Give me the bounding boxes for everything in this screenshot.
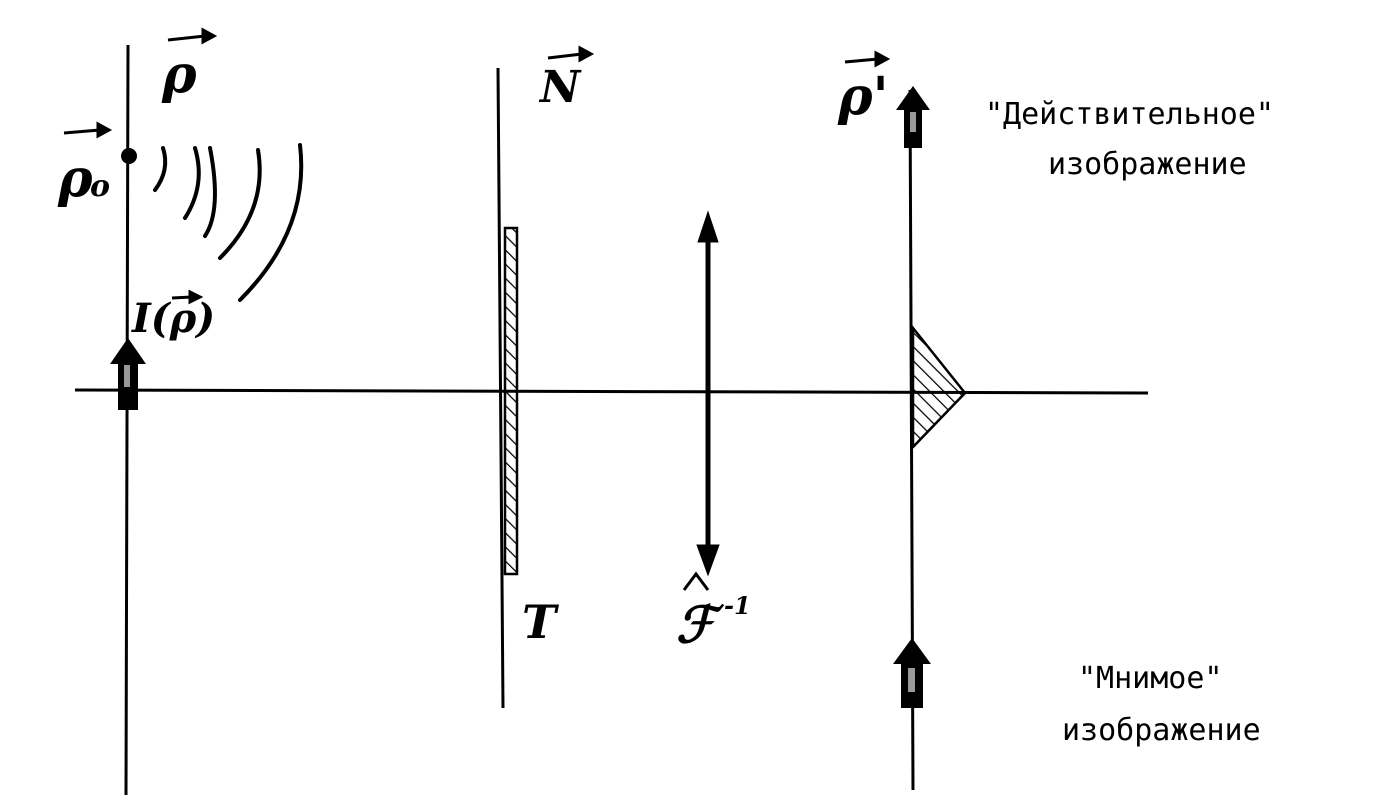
intensity-suffix: ) <box>194 295 215 342</box>
lens-double-arrow <box>696 210 720 577</box>
operator-hat <box>682 571 710 591</box>
wavefront-arcs <box>153 143 304 302</box>
real-image-arrow <box>896 86 930 148</box>
rho-0-label: ρ <box>57 148 93 209</box>
hologram-plane-line <box>496 67 505 709</box>
real-image-caption-line1: "Действительное" <box>985 97 1274 132</box>
t-label: T <box>522 595 560 649</box>
virtual-image-arrow <box>893 638 931 708</box>
object-arrow <box>110 338 146 410</box>
rho-label: ρ <box>161 44 197 105</box>
transparency-hatched <box>503 226 519 576</box>
virtual-image-caption-line1: "Мнимое" <box>1078 661 1223 696</box>
image-triangle-hatched <box>911 324 967 451</box>
point-source-dot <box>121 148 137 164</box>
object-plane-line <box>124 44 130 796</box>
intensity-var: ρ <box>169 295 197 342</box>
rho-prime-label: ρ' <box>837 66 889 127</box>
n-label: N <box>538 62 582 113</box>
optical-axis <box>74 388 1149 395</box>
intensity-prefix: I( <box>131 295 172 342</box>
real-image-caption-line2: изображение <box>1048 147 1247 182</box>
rho-0-subscript: o <box>90 169 110 204</box>
virtual-image-caption-line2: изображение <box>1062 713 1261 748</box>
fourier-label: ℱ <box>676 595 725 654</box>
intensity-label: I(ρ) <box>131 295 215 342</box>
fourier-exponent: -1 <box>724 591 751 620</box>
vector-arrow-marks <box>63 27 891 305</box>
